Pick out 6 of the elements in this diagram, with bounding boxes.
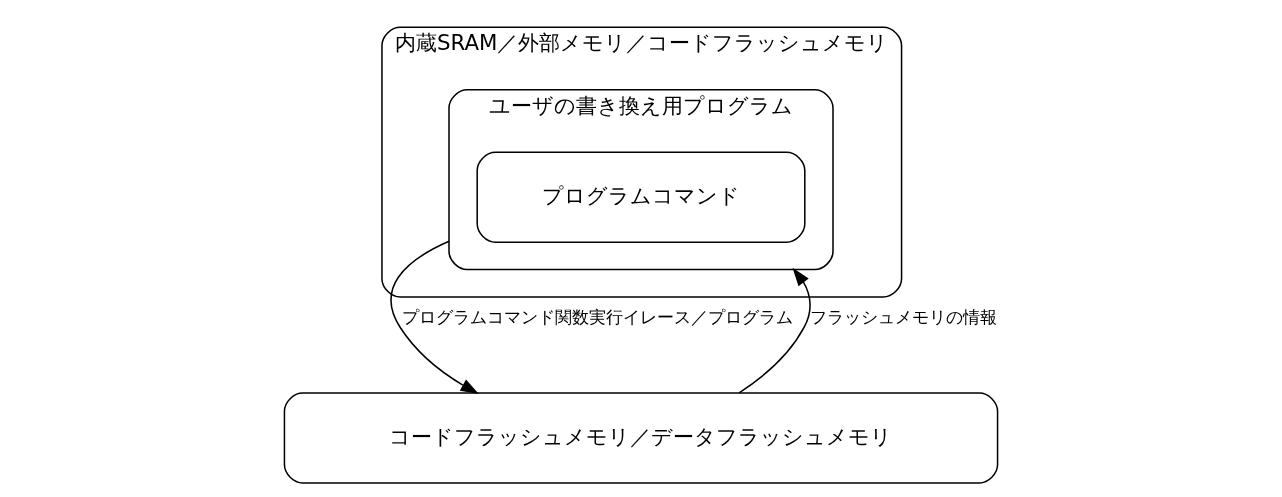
node-box: プログラムコマンド <box>476 151 806 243</box>
arrow <box>738 267 811 394</box>
edge-label: プログラムコマンド関数実行イレース／プログラム <box>402 306 794 327</box>
node-box: コードフラッシュメモリ／データフラッシュメモリ <box>283 391 999 484</box>
edge-label: フラッシュメモリの情報 <box>809 306 997 327</box>
arrow <box>390 240 479 394</box>
